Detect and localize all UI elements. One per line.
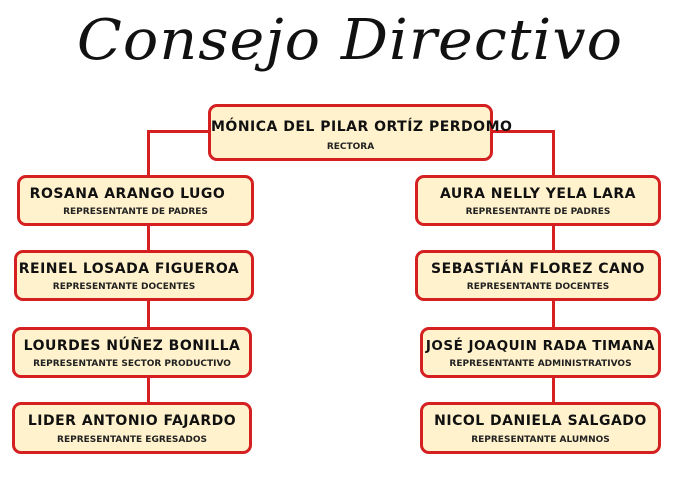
node-name: LOURDES NÚÑEZ BONILLA [23,338,241,354]
connector [147,130,209,133]
node-left-4: LIDER ANTONIO FAJARDO REPRESENTANTE EGRE… [12,402,252,454]
node-name: MÓNICA DEL PILAR ORTÍZ PERDOMO [211,119,513,135]
node-name: JOSÉ JOAQUIN RADA TIMANA [425,338,656,354]
node-rector: MÓNICA DEL PILAR ORTÍZ PERDOMO RECTORA [208,104,513,161]
node-right-4: NICOL DANIELA SALGADO REPRESENTANTE ALUM… [420,402,661,454]
node-role: REPRESENTANTE DE PADRES [465,207,611,217]
node-left-1: ROSANA ARANGO LUGO REPRESENTANTE DE PADR… [17,175,254,226]
node-role: REPRESENTANTE ALUMNOS [471,435,610,445]
node-role: RECTORA [326,142,375,152]
node-name: NICOL DANIELA SALGADO [434,413,647,429]
node-left-2: REINEL LOSADA FIGUEROA REPRESENTANTE DOC… [14,250,254,301]
node-right-2: SEBASTIÁN FLOREZ CANO REPRESENTANTE DOCE… [415,250,661,301]
chart-title: Consejo Directivo [76,8,624,73]
connector [491,130,555,133]
node-name: ROSANA ARANGO LUGO [29,186,226,202]
node-name: AURA NELLY YELA LARA [440,186,636,202]
node-role: REPRESENTANTE SECTOR PRODUCTIVO [33,359,231,369]
node-role: REPRESENTANTE ADMINISTRATIVOS [449,359,632,369]
node-name: REINEL LOSADA FIGUEROA [18,261,240,277]
node-role: REPRESENTANTE DE PADRES [63,207,208,217]
node-right-3: JOSÉ JOAQUIN RADA TIMANA REPRESENTANTE A… [420,327,661,378]
node-name: LIDER ANTONIO FAJARDO [27,413,237,429]
node-right-1: AURA NELLY YELA LARA REPRESENTANTE DE PA… [415,175,661,226]
node-left-3: LOURDES NÚÑEZ BONILLA REPRESENTANTE SECT… [12,327,252,378]
node-role: REPRESENTANTE DOCENTES [52,282,196,292]
node-role: REPRESENTANTE DOCENTES [466,282,610,292]
node-role: REPRESENTANTE EGRESADOS [57,435,207,445]
node-name: SEBASTIÁN FLOREZ CANO [431,261,645,277]
